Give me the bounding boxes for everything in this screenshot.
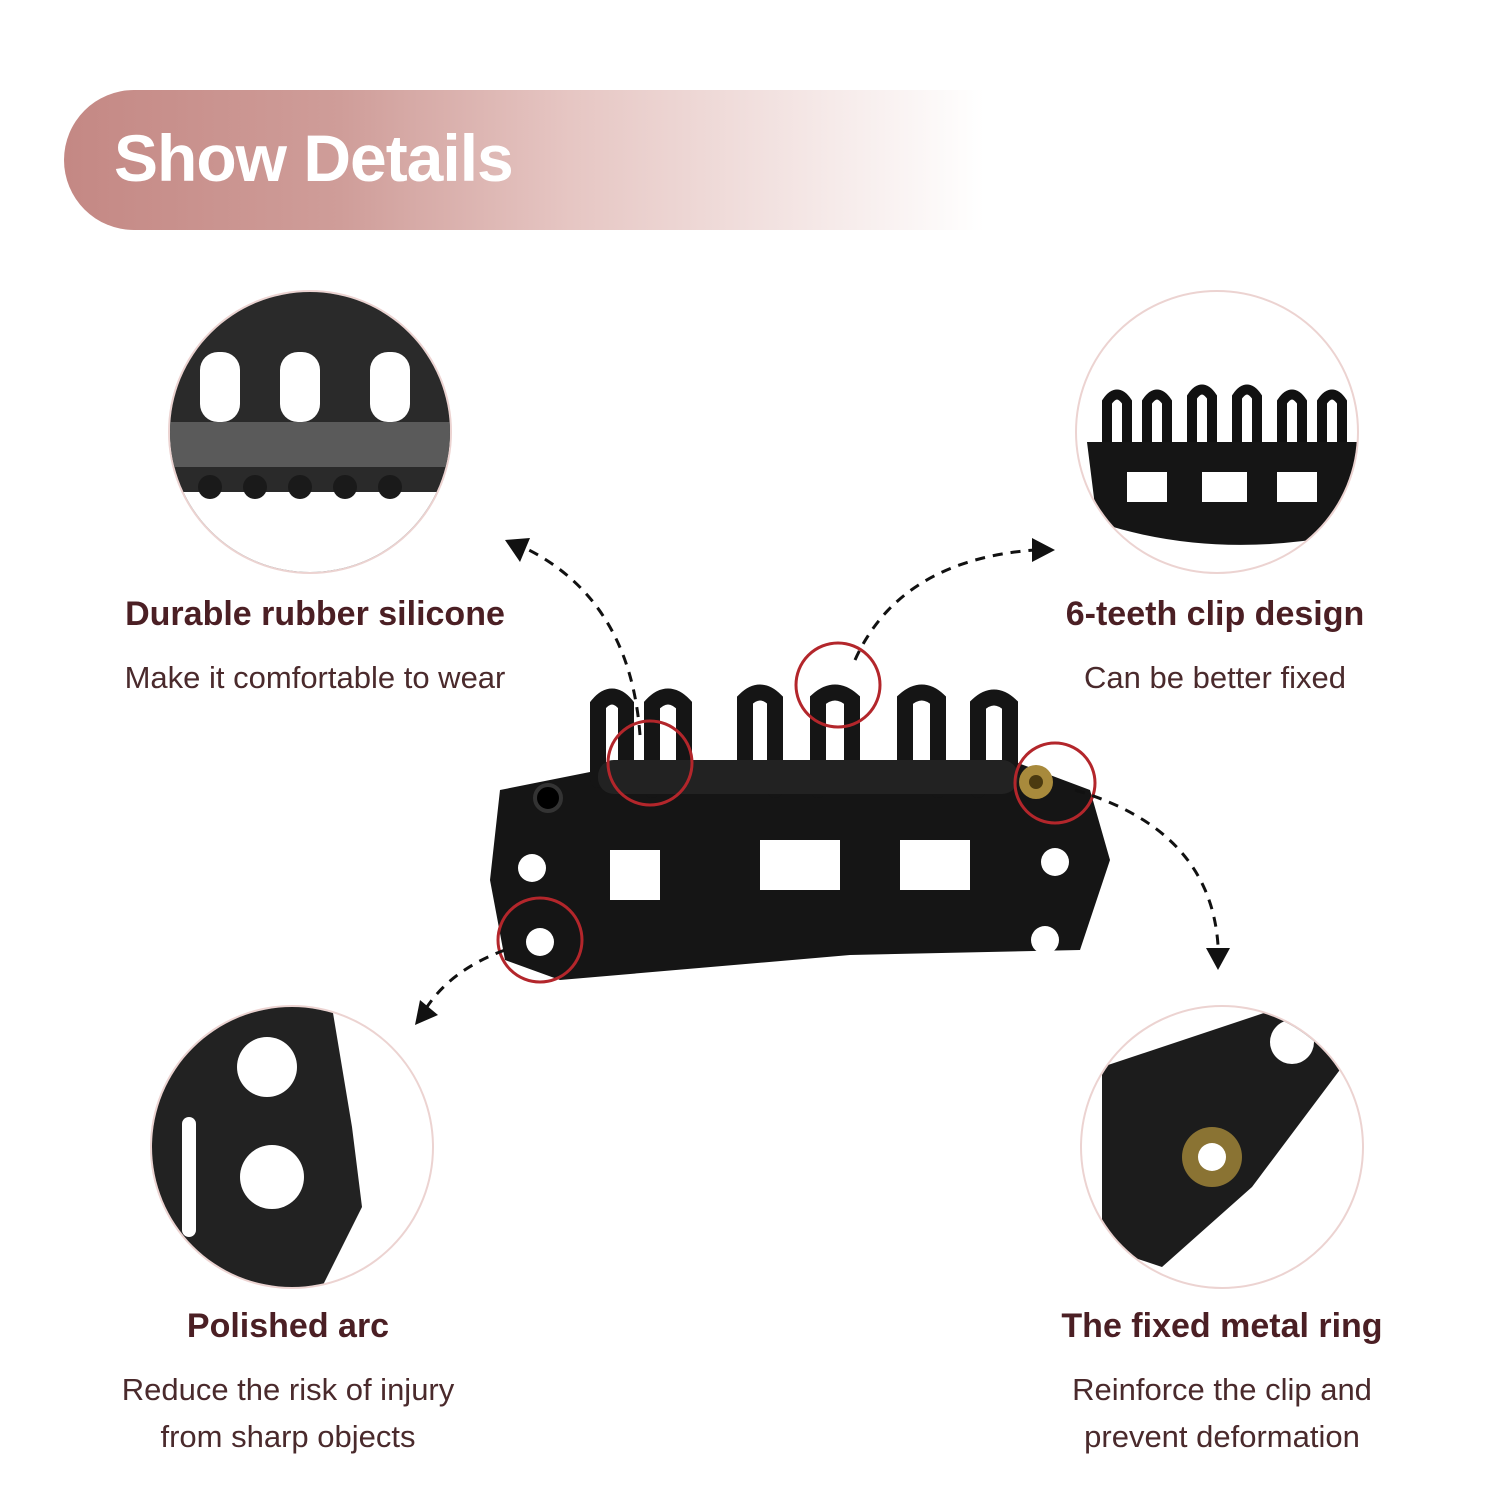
- hair-clip-image: [490, 684, 1110, 980]
- feature-description: Make it comfortable to wear: [124, 660, 506, 695]
- page-title: Show Details: [114, 121, 514, 195]
- detail-polished-arc-image: [150, 1005, 434, 1289]
- header-banner: Show Details: [64, 90, 984, 230]
- detail-rubber-silicone-image: [168, 290, 452, 574]
- feature-description: Reduce the risk of injury: [121, 1372, 455, 1407]
- arrowheads: [415, 538, 1230, 1025]
- feature-title: Polished arc: [186, 1307, 390, 1345]
- highlight-circles: [496, 641, 1097, 984]
- feature-title: The fixed metal ring: [1061, 1307, 1383, 1345]
- feature-metal-ring: The fixed metal ring Reinforce the clip …: [972, 1307, 1472, 1460]
- detail-metal-ring-image: [1080, 1005, 1364, 1289]
- feature-polished-arc: Polished arc Reduce the risk of injury f…: [38, 1307, 538, 1460]
- feature-rubber-silicone: Durable rubber silicone Make it comforta…: [65, 595, 565, 701]
- feature-title: Durable rubber silicone: [125, 595, 505, 633]
- feature-description: Reinforce the clip and: [1072, 1372, 1372, 1407]
- detail-six-teeth-image: [1075, 290, 1359, 574]
- dashed-arrows: [423, 546, 1220, 1011]
- feature-six-teeth: 6-teeth clip design Can be better fixed: [965, 595, 1465, 701]
- feature-title: 6-teeth clip design: [1065, 595, 1365, 633]
- feature-description: from sharp objects: [160, 1419, 416, 1454]
- feature-description: prevent deformation: [1084, 1419, 1360, 1454]
- feature-description: Can be better fixed: [1084, 660, 1346, 695]
